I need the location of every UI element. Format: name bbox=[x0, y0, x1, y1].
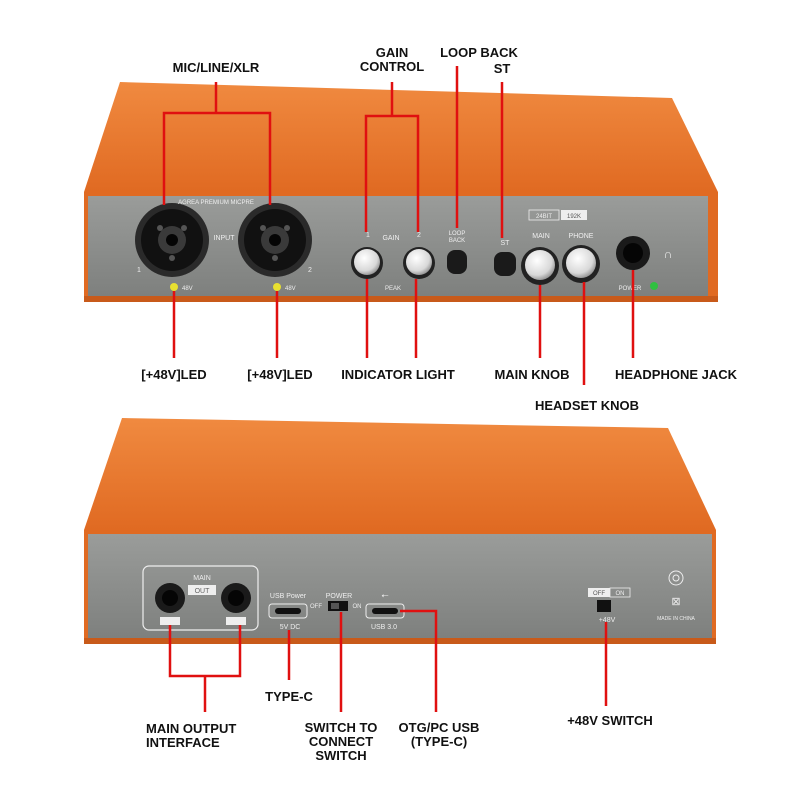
callout-48v-led-right: [+48V]LED bbox=[247, 367, 313, 382]
headphone-icon: ∩ bbox=[664, 247, 673, 261]
ch1-label: 1 bbox=[137, 267, 141, 274]
callout-switch-to-connect: SWITCH TO CONNECT SWITCH bbox=[294, 721, 388, 763]
callout-switch-line1: SWITCH TO bbox=[304, 720, 378, 735]
off-label: OFF bbox=[310, 604, 322, 610]
callout-otg-usb-line1: OTG/PC USB bbox=[398, 720, 480, 735]
phantom-48v-switch[interactable] bbox=[597, 600, 611, 612]
callout-48v-led-left: [+48V]LED bbox=[141, 367, 207, 382]
callout-gain-control-line2: CONTROL bbox=[359, 59, 425, 74]
on-label: ON bbox=[353, 604, 362, 610]
st-button[interactable] bbox=[494, 252, 516, 276]
callout-switch-line2: CONNECT bbox=[308, 734, 374, 749]
led-48v-1 bbox=[170, 283, 178, 291]
switch-on-label: ON bbox=[616, 591, 625, 597]
rear-panel bbox=[88, 534, 712, 638]
back-label: BACK bbox=[449, 238, 465, 244]
xlr-combo-jack-1[interactable] bbox=[135, 203, 209, 277]
led-48v-2-label: 48V bbox=[285, 286, 296, 292]
front-shell-top bbox=[84, 82, 718, 192]
dc5v-label: 5V DC bbox=[280, 624, 301, 631]
callout-type-c: TYPE-C bbox=[265, 689, 313, 704]
callout-otg-usb: OTG/PC USB (TYPE-C) bbox=[394, 721, 484, 749]
preamp-title: AGREA PREMIUM MICPRE bbox=[178, 200, 254, 206]
gain-knob-2[interactable] bbox=[403, 247, 435, 279]
bit-depth-label: 24BIT bbox=[536, 214, 552, 220]
callout-headset-knob: HEADSET KNOB bbox=[534, 398, 639, 413]
callout-48v-switch: +48V SWITCH bbox=[567, 713, 653, 728]
power-switch-label: POWER bbox=[326, 593, 352, 600]
usb30-label: USB 3.0 bbox=[371, 624, 397, 631]
callout-loop-back: LOOP BACK bbox=[440, 45, 518, 60]
xlr-combo-jack-2[interactable] bbox=[238, 203, 312, 277]
callout-st: ST bbox=[493, 61, 511, 76]
otg-usb-port[interactable] bbox=[372, 608, 398, 614]
callout-main-output-line1: MAIN OUTPUT bbox=[146, 721, 237, 736]
led-48v-2 bbox=[273, 283, 281, 291]
switch-off-label: OFF bbox=[593, 591, 605, 597]
callout-lines bbox=[162, 66, 635, 712]
usb-icon: ⭠ bbox=[381, 590, 388, 600]
callout-gain-control: GAIN CONTROL bbox=[350, 46, 434, 74]
callout-mic-line-xlr: MIC/LINE/XLR bbox=[172, 60, 260, 75]
ch2-label: 2 bbox=[308, 267, 312, 274]
input-label: INPUT bbox=[214, 235, 236, 242]
peak-label: PEAK bbox=[385, 286, 401, 292]
gain-1-label: 1 bbox=[366, 232, 370, 239]
usb-power-port[interactable] bbox=[275, 608, 301, 614]
main-out-jack-right[interactable] bbox=[221, 583, 251, 613]
callout-headphone-jack: HEADPHONE JACK bbox=[614, 367, 738, 382]
main-label: MAIN bbox=[532, 233, 550, 240]
main-knob[interactable] bbox=[521, 247, 559, 285]
phone-label: PHONE bbox=[569, 233, 594, 240]
power-label: POWER bbox=[619, 286, 642, 292]
callout-switch-line3: SWITCH bbox=[315, 748, 367, 763]
callout-main-output-line2: INTERFACE bbox=[146, 735, 220, 750]
gain-label: GAIN bbox=[382, 235, 399, 242]
main-out-title: MAIN bbox=[193, 575, 211, 582]
callout-main-output: MAIN OUTPUT INTERFACE bbox=[146, 722, 236, 750]
gain-2-label: 2 bbox=[417, 232, 421, 239]
recycle-icon bbox=[668, 570, 684, 586]
weee-bin-icon: ⊠ bbox=[671, 596, 680, 608]
rear-shell-top bbox=[84, 418, 716, 530]
rear-unit: MAIN OUT USB Power 5V DC POWER OFF ON ⭠ … bbox=[84, 418, 716, 644]
plus48v-label: +48V bbox=[599, 617, 616, 624]
out-label: OUT bbox=[195, 588, 211, 595]
power-led bbox=[650, 282, 658, 290]
phone-knob[interactable] bbox=[562, 245, 600, 283]
main-out-frame bbox=[142, 565, 259, 631]
main-out-jack-left[interactable] bbox=[155, 583, 185, 613]
led-48v-1-label: 48V bbox=[182, 286, 193, 292]
sample-rate-label: 192K bbox=[567, 214, 581, 220]
callout-main-knob: MAIN KNOB bbox=[494, 367, 570, 382]
made-in-label: MADE IN CHINA bbox=[657, 616, 695, 622]
callout-indicator-light: INDICATOR LIGHT bbox=[341, 367, 455, 382]
usb-power-label: USB Power bbox=[270, 593, 307, 600]
loop-back-button[interactable] bbox=[447, 250, 467, 274]
headphone-jack[interactable] bbox=[616, 236, 650, 270]
callout-gain-control-line1: GAIN bbox=[375, 45, 409, 60]
callout-otg-usb-line2: (TYPE-C) bbox=[410, 734, 468, 749]
st-label: ST bbox=[501, 240, 511, 247]
gain-knob-1[interactable] bbox=[351, 247, 383, 279]
loop-label: LOOP bbox=[449, 231, 466, 237]
front-unit: AGREA PREMIUM MICPRE INPUT 1 2 48V 48V G… bbox=[84, 82, 718, 302]
